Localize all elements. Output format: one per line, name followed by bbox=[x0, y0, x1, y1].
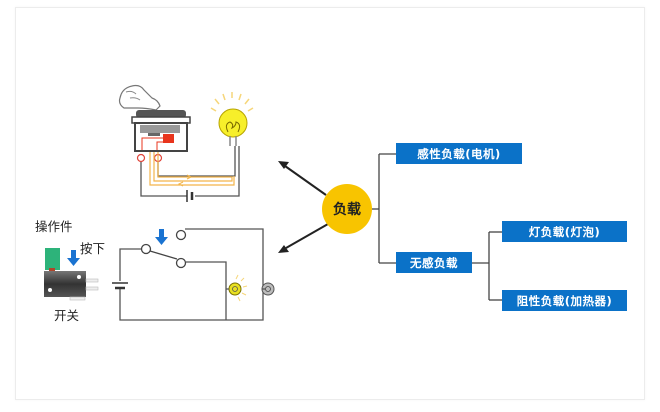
push-switch-circuit bbox=[118, 84, 254, 202]
resistive-load-box: 阻性负载(加热器) bbox=[502, 290, 627, 311]
switch-circuit bbox=[110, 228, 275, 321]
lamp-on-icon bbox=[226, 274, 248, 302]
operator-label: 操作件 bbox=[35, 219, 73, 234]
actuator-icon bbox=[45, 248, 60, 270]
non-inductive-load-box: 无感负载 bbox=[396, 252, 472, 273]
rocker-switch-icon bbox=[131, 110, 191, 152]
battery-icon bbox=[186, 190, 194, 202]
switch-body-icon bbox=[44, 271, 86, 297]
inductive-load-box: 感性负载(电机) bbox=[396, 143, 522, 164]
load-hub-node: 负载 bbox=[322, 184, 372, 234]
lamp-off-icon bbox=[261, 282, 275, 296]
arrow-head-icon bbox=[278, 245, 289, 253]
microswitch-illustration bbox=[44, 248, 99, 301]
nc-contact-icon bbox=[175, 229, 187, 241]
battery-icon bbox=[110, 281, 130, 290]
switch-label: 开关 bbox=[54, 308, 80, 323]
no-contact-icon bbox=[175, 257, 187, 269]
tree-connectors bbox=[372, 153, 502, 301]
light-bulb-icon bbox=[210, 92, 254, 146]
press-label: 按下 bbox=[80, 241, 106, 256]
hub-arrows bbox=[278, 161, 329, 253]
press-arrow-icon bbox=[67, 250, 80, 266]
common-contact-icon bbox=[140, 243, 152, 255]
press-arrow-icon bbox=[155, 229, 168, 245]
current-flow-path bbox=[149, 152, 235, 186]
hand-icon bbox=[118, 84, 161, 111]
terminal-icon bbox=[136, 153, 146, 163]
lamp-load-box: 灯负载(灯泡) bbox=[502, 221, 627, 242]
arrow-head-icon bbox=[278, 161, 289, 169]
switch-lever bbox=[149, 250, 178, 260]
